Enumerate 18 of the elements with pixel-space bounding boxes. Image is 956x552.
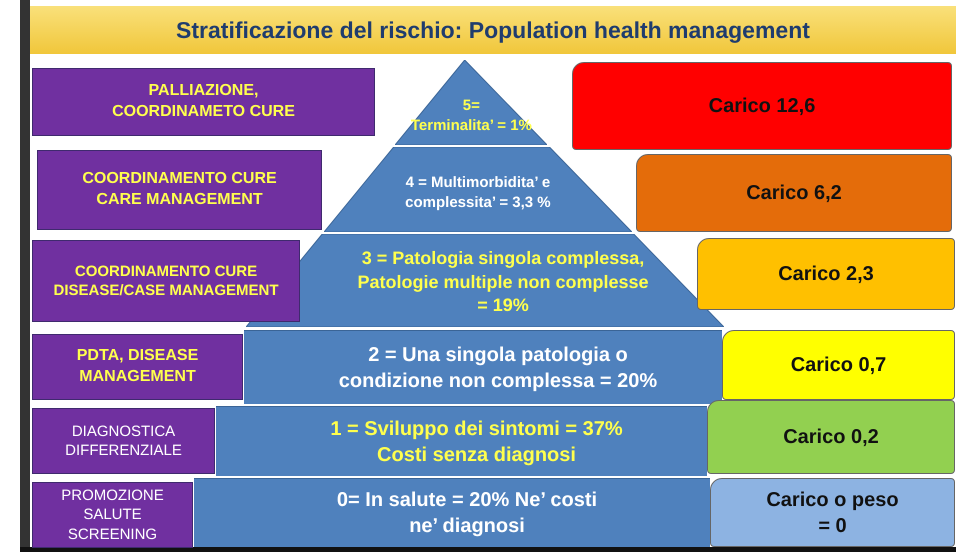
care-level-box: COORDINAMENTO CURE CARE MANAGEMENT	[37, 150, 322, 230]
pyramid-layer: 2 = Una singola patologia o condizione non complessa = 20%	[244, 330, 722, 404]
care-level-box: DIAGNOSTICA DIFFERENZIALE	[32, 408, 215, 474]
burden-box: Carico 6,2	[636, 154, 952, 232]
care-level-box: COORDINAMENTO CURE DISEASE/CASE MANAGEMENT	[32, 240, 300, 322]
pyramid-layer: 1 = Sviluppo dei sintomi = 37% Costi senza diagnosi	[216, 406, 707, 476]
care-level-box: PROMOZIONE SALUTE SCREENING	[32, 482, 193, 548]
burden-box: Carico 2,3	[697, 238, 955, 310]
burden-box: Carico 0,7	[722, 330, 955, 400]
pyramid-layer: 4 = Multimorbidita’ e complessita’ = 3,3 %	[324, 147, 632, 232]
pyramid-layer: 5= Terminalita’ = 1%	[395, 60, 548, 145]
burden-box: Carico 12,6	[572, 62, 952, 150]
burden-box: Carico o peso = 0	[710, 478, 955, 547]
pyramid-layer: 0= In salute = 20% Ne’ costi ne’ diagnosi	[194, 478, 710, 547]
title-banner: Stratificazione del rischio: Population health management	[30, 6, 956, 54]
care-level-box: PDTA, DISEASE MANAGEMENT	[32, 334, 243, 400]
burden-box: Carico 0,2	[707, 400, 955, 474]
care-level-box: PALLIAZIONE, COORDINAMETO CURE	[32, 68, 375, 136]
